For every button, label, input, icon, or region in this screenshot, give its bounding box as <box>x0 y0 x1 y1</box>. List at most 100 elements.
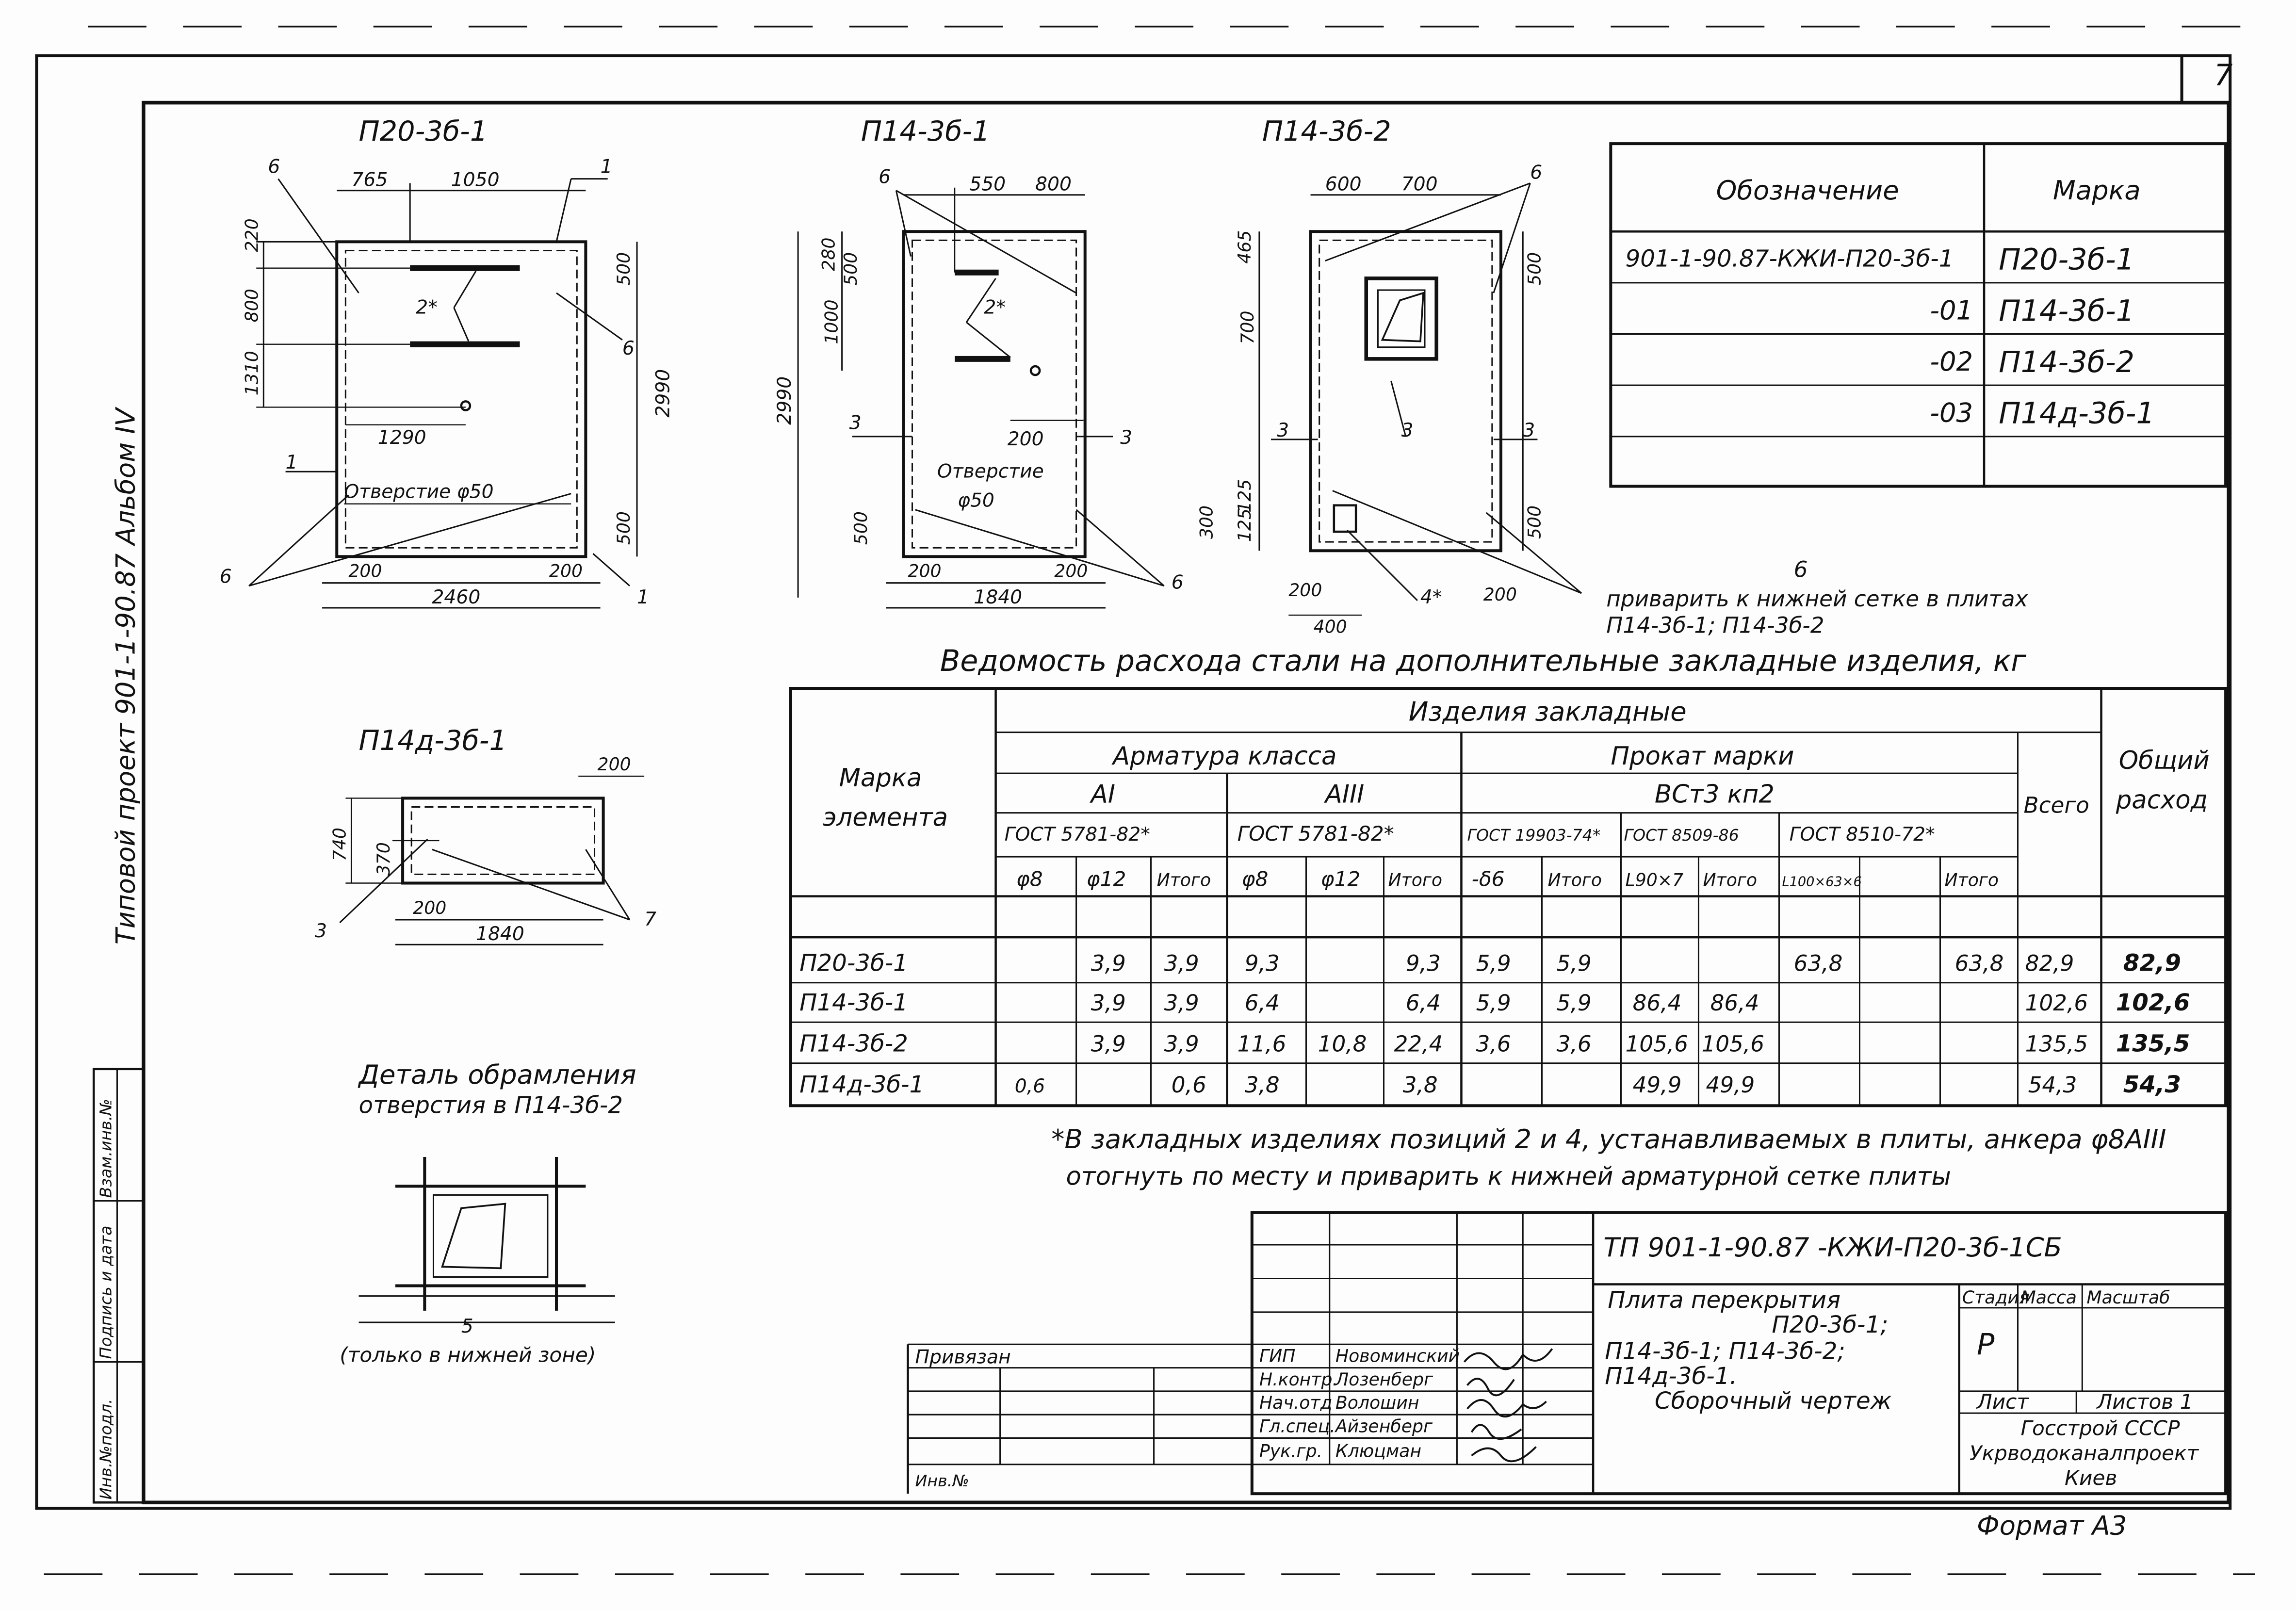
p14-2-callout-3b: 3 <box>1277 420 1289 441</box>
dim-p20-1290: 1290 <box>378 427 426 449</box>
cell: 3,9 <box>1091 951 1126 976</box>
cell: 135,5 <box>2025 1031 2088 1057</box>
designation-table: Обозначение Марка 901-1-90.87-КЖИ-П20-3б… <box>1609 142 2228 488</box>
cell: 5,9 <box>1557 951 1592 976</box>
designation-row-mark: П14-3б-1 <box>1999 294 2134 328</box>
dim-p14-500a: 500 <box>840 252 861 286</box>
cell: 9,3 <box>1406 951 1441 976</box>
dim-p20-220: 220 <box>241 218 262 252</box>
p20-callout-1b: 1 <box>286 452 298 473</box>
dim-p14-2-125a: 125 <box>1234 479 1255 513</box>
staff-role: Н.контр. <box>1259 1369 1338 1390</box>
p20-callout-2: 2* <box>416 296 438 318</box>
dim-p20-1050: 1050 <box>451 169 500 191</box>
sub-total: Итого <box>1157 870 1211 891</box>
plate-drawing-p14-1: П14-3б-1 550 800 280 500 1000 2990 500 2… <box>774 115 1184 609</box>
detail-title-line1: Деталь обрамления <box>358 1059 636 1090</box>
cell: 5,9 <box>1476 951 1511 976</box>
header-gost3: ГОСТ 19903-74* <box>1467 826 1601 845</box>
staff-role: Нач.отд <box>1259 1392 1333 1413</box>
stamp-inv-replace: Взам.инв.№ <box>96 1099 115 1198</box>
cell: 3,6 <box>1557 1031 1592 1057</box>
stage-label: Стадия <box>1962 1287 2030 1308</box>
p14-1-hole-diameter: φ50 <box>958 490 994 512</box>
dim-p20-800: 800 <box>241 289 262 322</box>
cell: 63,8 <box>1955 951 2004 976</box>
cell: 105,6 <box>1701 1031 1764 1057</box>
staff-role: Гл.спец. <box>1259 1416 1335 1436</box>
designation-row-mark: П14д-3б-1 <box>1999 397 2155 431</box>
sub-total: Итого <box>1703 870 1758 891</box>
album-title: Типовой проект 901-1-90.87 Альбом IV <box>111 407 141 945</box>
cell: 0,6 <box>1172 1072 1206 1098</box>
cell: 0,6 <box>1015 1075 1045 1097</box>
designation-header: Обозначение <box>1716 175 1899 206</box>
designation-row-mark: П14-3б-2 <box>1999 345 2134 379</box>
org-line1: Госстрой СССР <box>2021 1416 2181 1440</box>
header-mark: Марка <box>839 764 922 793</box>
p20-hole-label: Отверстие φ50 <box>344 481 493 503</box>
cell: 22,4 <box>1394 1031 1443 1057</box>
sheet-label: Лист <box>1976 1390 2029 1414</box>
cell: 135,5 <box>2116 1030 2190 1058</box>
sub-total: Итого <box>1945 870 1999 891</box>
dim-p14-2-500a: 500 <box>1524 252 1545 286</box>
weld-note-line2: П14-3б-1; П14-3б-2 <box>1606 612 1824 638</box>
sub-phi12: φ12 <box>1087 867 1126 891</box>
dim-p14-2-400: 400 <box>1314 616 1347 637</box>
header-consumption: расход <box>2116 786 2208 815</box>
cell: 3,6 <box>1476 1031 1511 1057</box>
row-mark: П20-3б-1 <box>799 950 908 977</box>
dim-p14-2-200a: 200 <box>1288 580 1322 601</box>
scale-label: Масштаб <box>2086 1287 2170 1308</box>
cell: 49,9 <box>1706 1072 1755 1098</box>
staff-name: Волошин <box>1335 1392 1419 1413</box>
cell: 11,6 <box>1238 1031 1286 1057</box>
dim-p14-200a: 200 <box>908 561 941 582</box>
weld-note-line1: приварить к нижней сетке в плитах <box>1606 586 2028 612</box>
stage-value: Р <box>1977 1328 1995 1362</box>
cell: 105,6 <box>1626 1031 1689 1057</box>
steel-table: Ведомость расхода стали на дополнительны… <box>789 644 2228 1107</box>
cell: 3,8 <box>1403 1072 1438 1098</box>
plate-drawing-p14-2: П14-3б-2 600 700 465 700 125 300 125 500… <box>1196 115 1582 637</box>
sub-phi8: φ8 <box>1242 867 1269 891</box>
dim-p14-2-600: 600 <box>1325 174 1362 195</box>
steel-table-title: Ведомость расхода стали на дополнительны… <box>940 644 2026 678</box>
dim-p14-2-465: 465 <box>1234 230 1255 264</box>
dim-p20-200a: 200 <box>348 561 382 582</box>
cell: 3,9 <box>1091 990 1126 1016</box>
signature-scribble <box>1466 1378 1515 1397</box>
staff-name: Айзенберг <box>1335 1416 1433 1436</box>
plate-p14d-title: П14д-3б-1 <box>359 724 507 757</box>
header-products: Изделия закладные <box>1409 696 1687 727</box>
cell: 3,9 <box>1164 990 1199 1016</box>
signature-scribble <box>1471 1446 1537 1463</box>
designation-row-code: 901-1-90.87-КЖИ-П20-3б-1 <box>1626 245 1954 273</box>
p14-2-callout-6: 6 <box>1530 162 1542 184</box>
cell: 82,9 <box>2025 951 2074 976</box>
cell: 6,4 <box>1406 990 1441 1016</box>
staff-role: ГИП <box>1259 1346 1296 1367</box>
staff-name: Клюцман <box>1335 1441 1421 1462</box>
dim-p14-2-700v: 700 <box>1237 311 1258 344</box>
dim-p14-2-125b: 125 <box>1234 508 1255 542</box>
outer-frame <box>35 54 2232 1510</box>
header-a1: АI <box>1090 780 1115 809</box>
signature-scribble <box>1466 1399 1547 1418</box>
dim-p14-2-500b: 500 <box>1524 505 1545 539</box>
header-gost1: ГОСТ 5781-82* <box>1005 824 1150 846</box>
title-block-code: ТП 901-1-90.87 -КЖИ-П20-3б-1СБ <box>1603 1232 2062 1263</box>
header-rolled: Прокат марки <box>1611 742 1794 771</box>
plate-p14-2-title: П14-3б-2 <box>1262 115 1391 147</box>
header-overall: Общий <box>2119 746 2210 775</box>
staff-name: Лозенберг <box>1335 1369 1433 1390</box>
dim-p20-200b: 200 <box>549 561 583 582</box>
sub-delta6: -δ6 <box>1472 867 1505 891</box>
dim-p14d-200b: 200 <box>598 754 631 775</box>
header-rebar-class: Арматура класса <box>1111 742 1336 771</box>
title-block-name3: П14-3б-1; П14-3б-2; <box>1605 1337 1845 1365</box>
weld-note-number: 6 <box>1794 557 1808 583</box>
